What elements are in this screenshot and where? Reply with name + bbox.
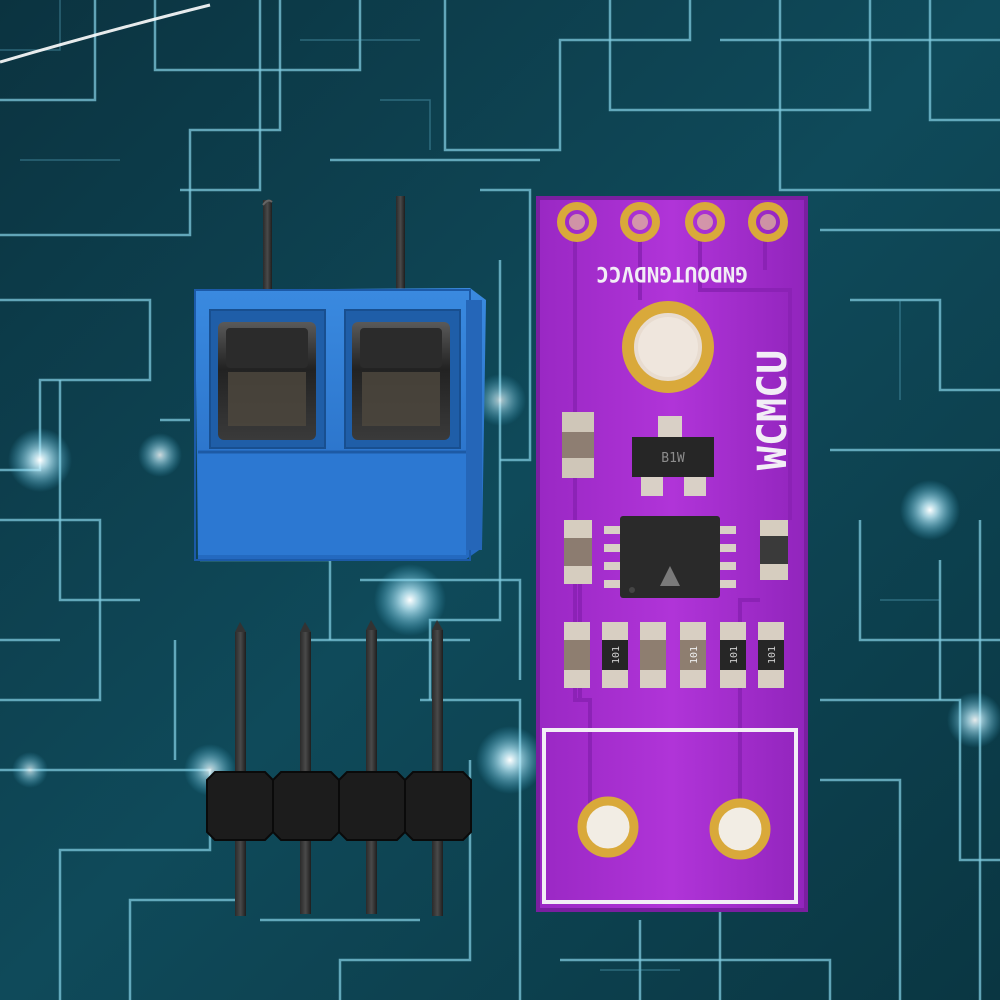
- resistor-marking-3: 101: [729, 646, 740, 664]
- smd-resistor-4: 101: [758, 622, 784, 688]
- board-pin-pads: [557, 202, 788, 242]
- ic-logo-icon: [660, 566, 680, 586]
- pad-gnd-1: [557, 202, 597, 242]
- screw-terminal-block: [194, 196, 486, 561]
- soic8-sensor-ic: [604, 516, 736, 598]
- header-plastic-body: [206, 771, 472, 841]
- light-streak: [0, 3, 211, 64]
- pin-header: [206, 620, 472, 916]
- circuit-trace-pattern-faint: [0, 0, 940, 971]
- terminal-pin-right: [396, 196, 405, 306]
- resistor-marking-2: 101: [689, 646, 700, 664]
- passive-component-row: 101 101 101: [564, 622, 784, 688]
- sensor-breakout-board: GNDOUTGNDVCC WCMCU B1W: [536, 196, 808, 912]
- pad-vcc: [748, 202, 788, 242]
- smd-capacitor-left: [564, 520, 592, 584]
- smd-capacitor-right: [760, 520, 788, 580]
- terminal-pads: [577, 796, 771, 860]
- terminal-screw-left: [218, 322, 316, 440]
- glow-lights: [8, 374, 1000, 796]
- smd-capacitor-top: [562, 412, 594, 478]
- brand-silkscreen: WCMCU: [750, 350, 796, 470]
- terminal-screw-right: [352, 322, 450, 440]
- resistor-marking-1: 101: [611, 646, 622, 664]
- smd-capacitor-1: [564, 622, 590, 688]
- sot23-regulator: B1W: [632, 416, 714, 496]
- pad-out: [620, 202, 660, 242]
- terminal-pin-left: [263, 200, 272, 310]
- terminal-footprint-outline: [542, 728, 798, 904]
- smd-resistor-1: 101: [602, 622, 628, 688]
- regulator-marking: B1W: [661, 451, 685, 466]
- pad-gnd-2: [685, 202, 725, 242]
- resistor-marking-4: 101: [767, 646, 778, 664]
- smd-resistor-3: 101: [720, 622, 746, 688]
- smd-resistor-2: 101: [680, 622, 706, 688]
- pin-label-silkscreen: GNDOUTGNDVCC: [596, 262, 748, 286]
- smd-capacitor-2: [640, 622, 666, 688]
